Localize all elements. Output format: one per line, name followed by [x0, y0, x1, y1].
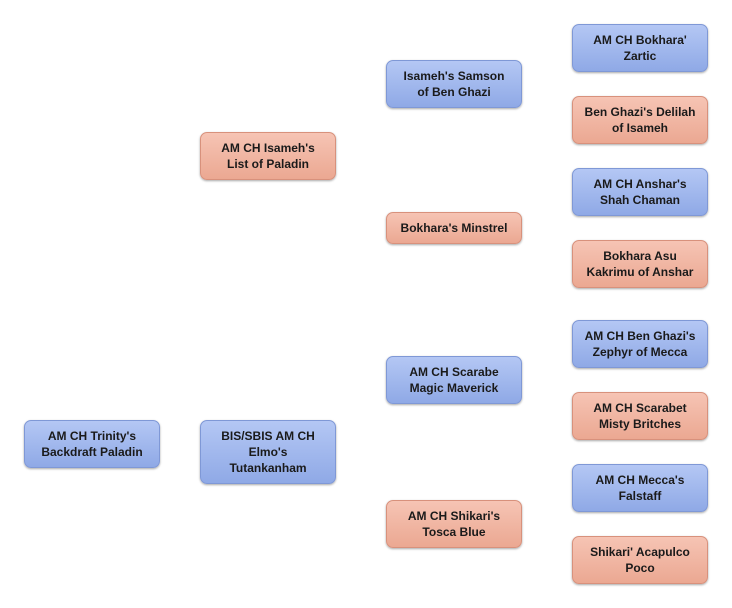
node-subject[interactable]: AM CH Trinity's Backdraft Paladin: [24, 420, 160, 468]
node-dam-sire[interactable]: Isameh's Samson of Ben Ghazi: [386, 60, 522, 108]
node-sire-dam-sire[interactable]: AM CH Mecca's Falstaff: [572, 464, 708, 512]
node-dam-sire-dam[interactable]: Ben Ghazi's Delilah of Isameh: [572, 96, 708, 144]
node-dam-sire-sire[interactable]: AM CH Bokhara' Zartic: [572, 24, 708, 72]
node-sire-sire-sire[interactable]: AM CH Ben Ghazi's Zephyr of Mecca: [572, 320, 708, 368]
node-sire-sire-dam[interactable]: AM CH Scarabet Misty Britches: [572, 392, 708, 440]
node-dam[interactable]: AM CH Isameh's List of Paladin: [200, 132, 336, 180]
node-dam-dam-sire[interactable]: AM CH Anshar's Shah Chaman: [572, 168, 708, 216]
node-sire-dam-dam[interactable]: Shikari' Acapulco Poco: [572, 536, 708, 584]
node-sire[interactable]: BIS/SBIS AM CH Elmo's Tutankanham: [200, 420, 336, 484]
node-dam-dam-dam[interactable]: Bokhara Asu Kakrimu of Anshar: [572, 240, 708, 288]
node-sire-sire[interactable]: AM CH Scarabe Magic Maverick: [386, 356, 522, 404]
node-sire-dam[interactable]: AM CH Shikari's Tosca Blue: [386, 500, 522, 548]
node-dam-dam[interactable]: Bokhara's Minstrel: [386, 212, 522, 244]
